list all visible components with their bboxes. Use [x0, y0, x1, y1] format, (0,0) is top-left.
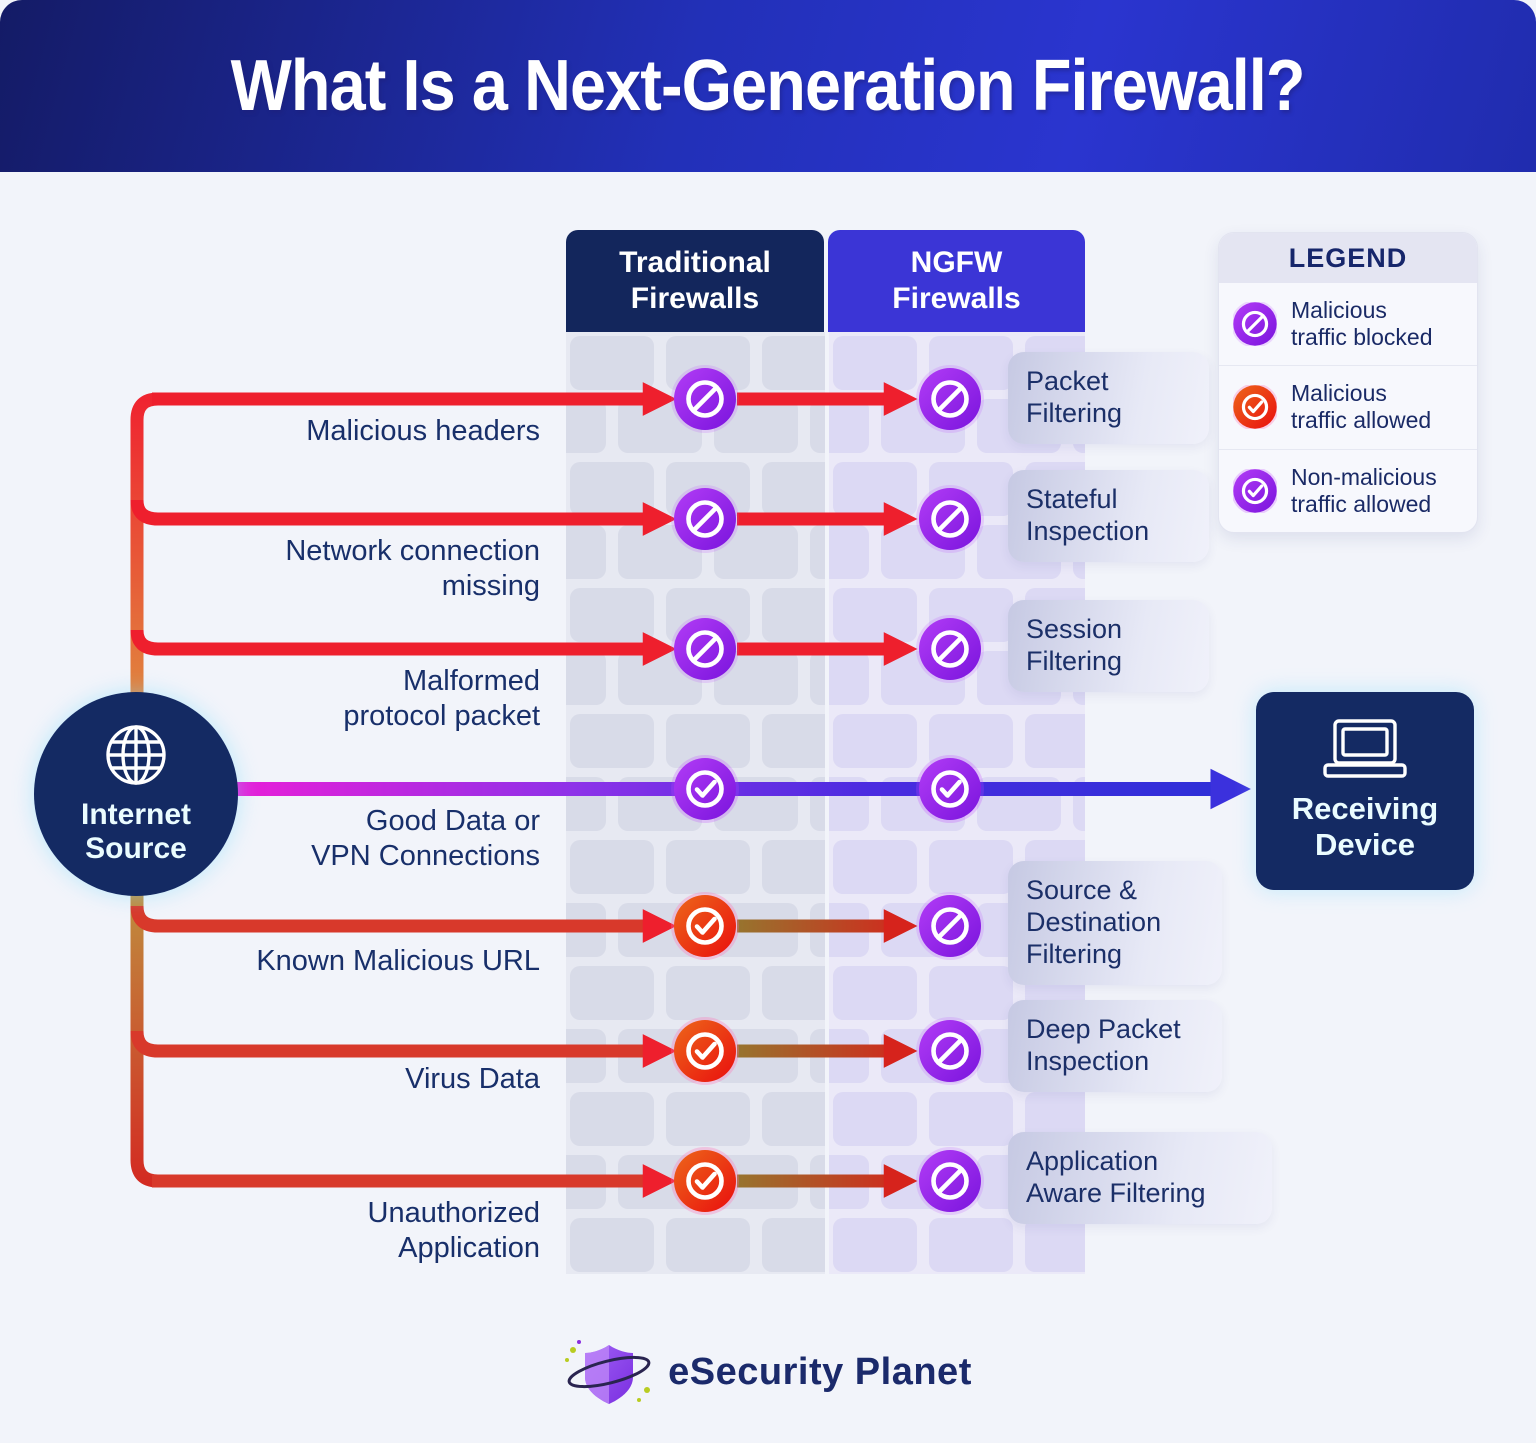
traffic-line — [130, 629, 677, 666]
shield-logo-icon — [565, 1340, 651, 1404]
legend-title: LEGEND — [1219, 233, 1477, 283]
technique-chip-session-filtering: Session Filtering — [1008, 600, 1209, 692]
non-malicious-allowed-icon — [1233, 468, 1277, 513]
traffic-line — [130, 499, 677, 536]
traffic-label-malformed-protocol-packet: Malformed protocol packet — [343, 665, 540, 732]
blocked-icon — [916, 1017, 984, 1085]
traffic-label-network-connection-missing: Network connection missing — [285, 535, 540, 602]
legend-item-label: Non-malicious traffic allowed — [1291, 463, 1437, 517]
receiving-device-label: Receiving Device — [1291, 791, 1439, 862]
header-banner: What Is a Next-Generation Firewall? — [0, 0, 1536, 172]
blocked-icon — [916, 485, 984, 553]
traffic-line — [130, 905, 677, 943]
traffic-line — [130, 1030, 677, 1068]
receiving-device-node: Receiving Device — [1256, 692, 1474, 890]
internet-source-node: Internet Source — [34, 692, 238, 896]
traffic-label-known-malicious-url: Known Malicious URL — [256, 945, 540, 977]
globe-icon — [106, 724, 166, 785]
blocked-icon — [671, 485, 739, 553]
malicious-allowed-icon — [671, 892, 739, 960]
column-header-ngfw-firewalls: NGFW Firewalls — [828, 230, 1085, 332]
non-malicious-allowed-icon — [671, 755, 739, 823]
footer-brand: eSecurity Planet — [0, 1335, 1536, 1409]
blocked-icon — [1233, 302, 1277, 347]
legend-panel: LEGEND Malicious traffic blocked Malicio… — [1218, 232, 1478, 533]
blocked-icon — [916, 1147, 984, 1215]
traffic-label-good-data-vpn: Good Data or VPN Connections — [311, 805, 540, 872]
legend-item-blocked: Malicious traffic blocked — [1219, 283, 1477, 365]
legend-item-label: Malicious traffic allowed — [1291, 380, 1432, 434]
legend-item-label: Malicious traffic blocked — [1291, 297, 1433, 351]
blocked-icon — [916, 615, 984, 683]
technique-chip-deep-packet-inspection: Deep Packet Inspection — [1008, 1000, 1222, 1092]
blocked-icon — [916, 892, 984, 960]
column-header-traditional-firewalls: Traditional Firewalls — [566, 230, 824, 332]
blocked-icon — [671, 365, 739, 433]
blocked-icon — [671, 615, 739, 683]
blocked-icon — [916, 365, 984, 433]
non-malicious-allowed-icon — [916, 755, 984, 823]
page-title: What Is a Next-Generation Firewall? — [231, 46, 1306, 126]
malicious-allowed-icon — [671, 1017, 739, 1085]
malicious-allowed-icon — [671, 1147, 739, 1215]
technique-chip-packet-filtering: Packet Filtering — [1008, 352, 1209, 444]
traffic-label-malicious-headers: Malicious headers — [306, 415, 540, 447]
technique-chip-application-aware-filtering: Application Aware Filtering — [1008, 1132, 1272, 1224]
legend-item-non-malicious-allowed: Non-malicious traffic allowed — [1219, 448, 1477, 532]
malicious-allowed-icon — [1233, 385, 1277, 430]
traffic-label-virus-data: Virus Data — [405, 1063, 540, 1095]
source-trunk-up — [130, 392, 159, 715]
technique-chip-stateful-inspection: Stateful Inspection — [1008, 470, 1209, 562]
traffic-label-unauthorized-application: Unauthorized Application — [367, 1197, 541, 1264]
brand-name: eSecurity Planet — [668, 1350, 972, 1393]
legend-item-malicious-allowed: Malicious traffic allowed — [1219, 365, 1477, 448]
internet-source-label: Internet Source — [80, 797, 191, 866]
technique-chip-source-destination-filtering: Source & Destination Filtering — [1008, 861, 1222, 985]
laptop-icon — [1323, 719, 1407, 779]
